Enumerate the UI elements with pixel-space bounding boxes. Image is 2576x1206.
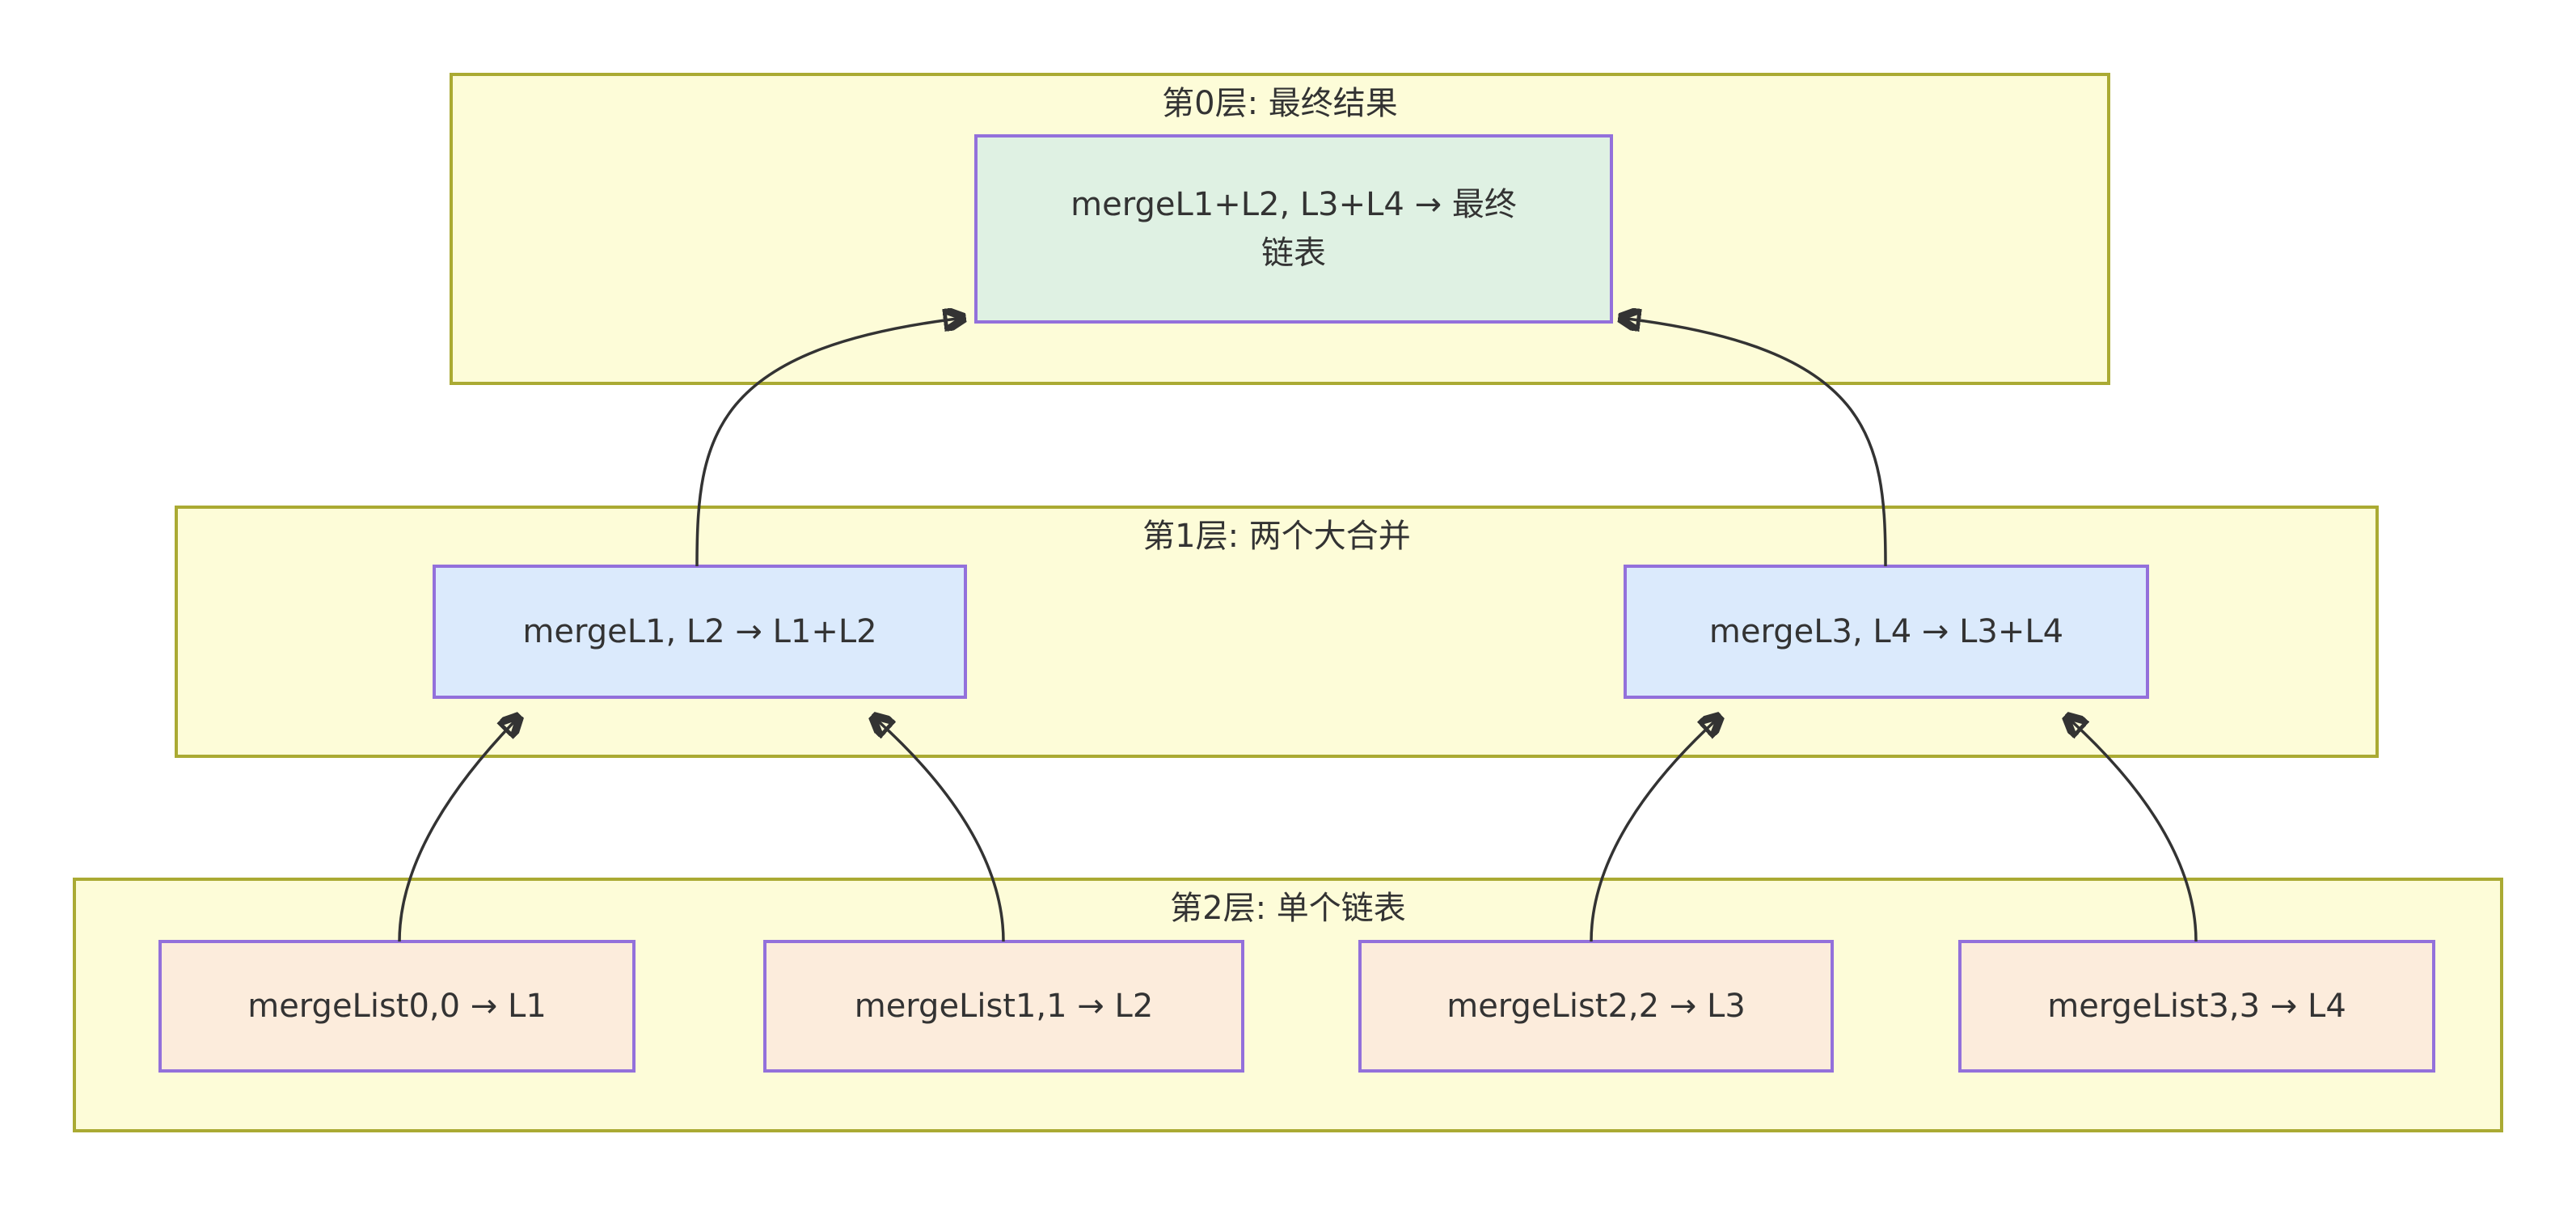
layer-0-title: 第0层: 最终结果 [1162,85,1398,122]
node-mergelist-3-3-label: mergeList3,3 → L4 [2047,988,2346,1025]
node-merge-l1-l2-label: mergeL1, L2 → L1+L2 [522,613,877,650]
node-mergelist-1-1: mergeList1,1 → L2 [763,940,1244,1073]
node-mergelist-0-0-label: mergeList0,0 → L1 [247,988,547,1025]
node-mergelist-1-1-label: mergeList1,1 → L2 [854,988,1154,1025]
layer-1-title: 第1层: 两个大合并 [1142,518,1411,555]
node-mergelist-2-2: mergeList2,2 → L3 [1358,940,1834,1073]
node-merge-l1-l2: mergeL1, L2 → L1+L2 [433,565,967,699]
node-merge-l3-l4: mergeL3, L4 → L3+L4 [1624,565,2149,699]
node-final-result-label-line1: mergeL1+L2, L3+L4 → 最终 [1071,186,1517,223]
node-mergelist-3-3: mergeList3,3 → L4 [1958,940,2435,1073]
node-final-result: mergeL1+L2, L3+L4 → 最终 链表 [974,134,1613,324]
node-merge-l3-l4-label: mergeL3, L4 → L3+L4 [1708,613,2064,650]
node-mergelist-0-0: mergeList0,0 → L1 [158,940,636,1073]
node-mergelist-2-2-label: mergeList2,2 → L3 [1446,988,1746,1025]
node-final-result-label-line2: 链表 [1261,235,1326,272]
layer-2-title: 第2层: 单个链表 [1170,890,1406,927]
